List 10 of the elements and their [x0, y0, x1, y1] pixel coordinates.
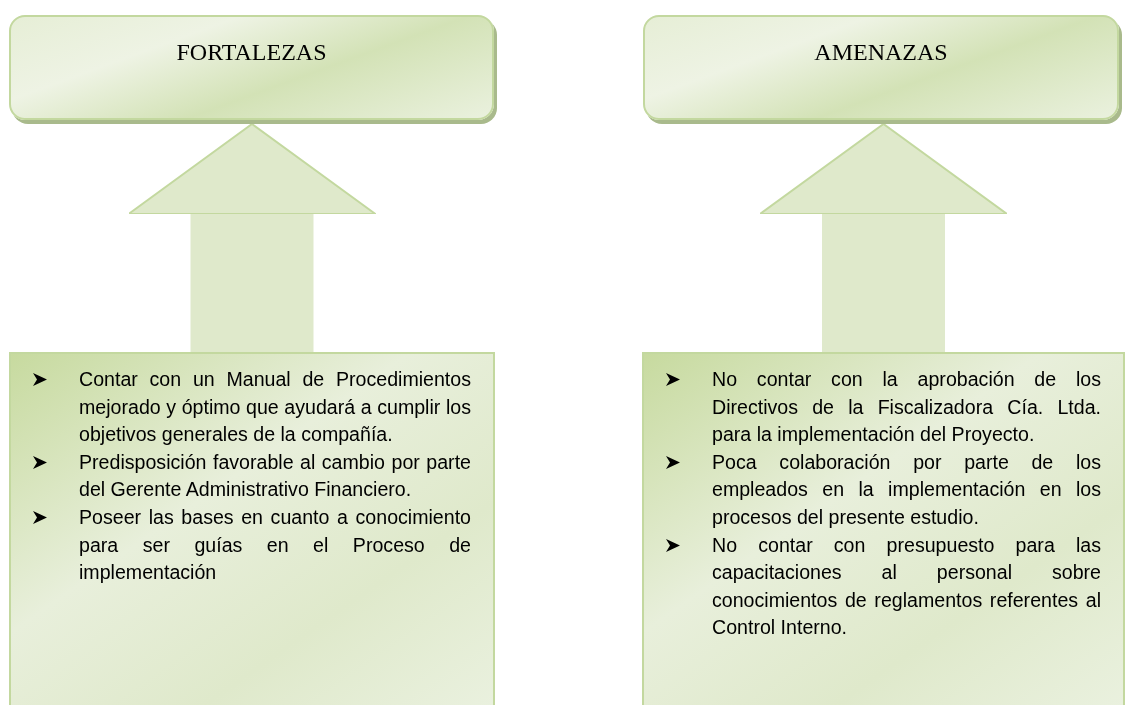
bullet-text: Poca colaboración por parte de los empleados en la implementación en los procesos del presente estudio.: [712, 449, 1101, 530]
bullet-text: No contar con presupuesto para las capacitaciones al personal sobre conocimientos de reglamentos referentes al Control Interno.: [712, 532, 1101, 641]
bullet-text: Predisposición favorable al cambio por parte del Gerente Administrativo Financiero.: [79, 449, 471, 503]
bullet-text: Contar con un Manual de Procedimientos mejorado y óptimo que ayudará a cumplir los objetivos generales de la compañía.: [79, 367, 471, 448]
bullet-text: Poseer las bases en cuanto a conocimiento para ser guías en el Proceso de implementación: [79, 504, 471, 586]
heading-text: FORTALEZAS: [176, 39, 327, 66]
bullet-text: No contar con la aprobación de los Directivos de la Fiscalizadora Cía. Ltda. para la implementación del Proyecto.: [712, 367, 1101, 448]
heading-text: AMENAZAS: [814, 39, 948, 66]
text-panel: [642, 352, 1125, 705]
text-panel: [9, 352, 495, 705]
